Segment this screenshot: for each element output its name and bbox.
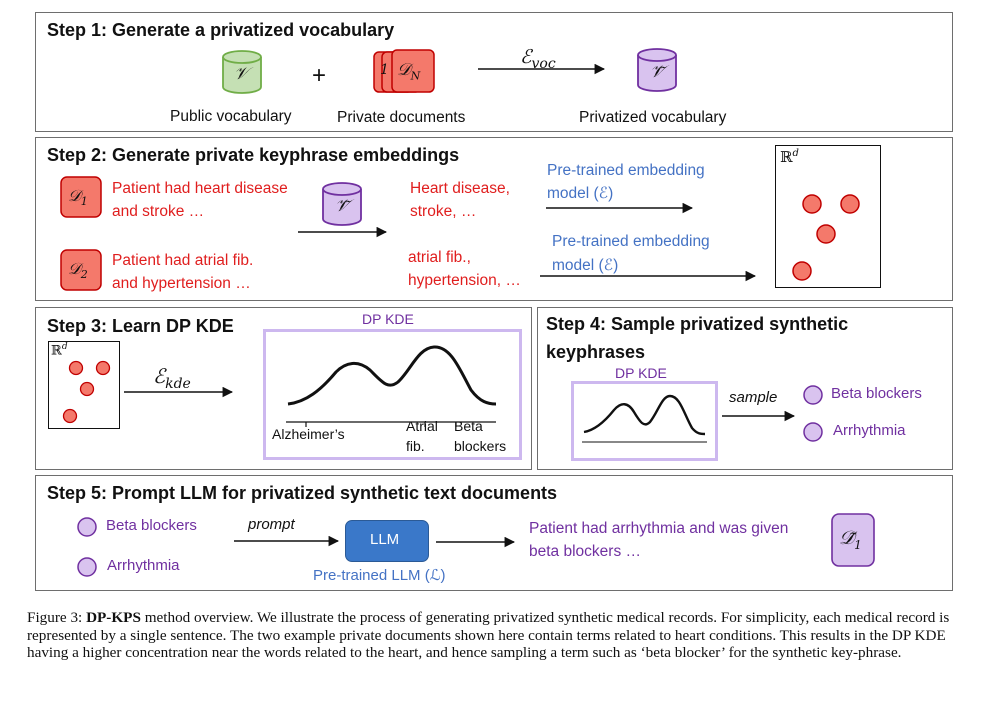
tick-atrial-line2: fib.	[406, 438, 425, 454]
caption-text: method overview. We illustrate the proce…	[27, 609, 950, 662]
step3-panel	[35, 307, 532, 470]
private-docs-label: Private documents	[337, 109, 466, 126]
embedding-point	[792, 261, 812, 281]
step5-bullet-2	[77, 557, 97, 577]
doc1-text-line1: Patient had heart disease	[112, 180, 288, 197]
step3-space-label: ℝd	[51, 342, 68, 359]
privatized-vocab-label: Privatized vocabulary	[579, 109, 727, 126]
keyphrase2-line1: atrial fib.,	[408, 249, 471, 266]
public-vocab-symbol: 𝒱	[234, 64, 249, 84]
public-vocab-label: Public vocabulary	[170, 108, 292, 125]
figure-caption: Figure 3: DP-KPS method overview. We ill…	[27, 609, 967, 662]
embedding-points	[792, 194, 860, 281]
doc2-text-line1: Patient had atrial fib.	[112, 252, 254, 269]
step4-arrow	[722, 410, 796, 422]
embedding-model2-line2: model (ℰ)	[552, 257, 619, 274]
step5-item-2: Arrhythmia	[107, 557, 180, 574]
step4-kde-curve	[582, 394, 707, 443]
embedding-point	[816, 224, 836, 244]
llm-sublabel: Pre-trained LLM (ℒ)	[313, 567, 446, 584]
tick-atrial-line1: Atrial	[406, 418, 438, 434]
step4-kde-title: DP KDE	[615, 365, 667, 381]
private-doc-symbol: 𝒟N	[397, 60, 421, 83]
privatized-vocab-symbol: 𝒱̃	[650, 62, 665, 82]
doc1-text-line2: and stroke …	[112, 203, 205, 220]
step2-arrow-2	[546, 202, 694, 214]
synthetic-document-icon	[831, 513, 875, 567]
doc2-icon	[60, 249, 102, 291]
step2-title: Step 2: Generate private keyphrase embed…	[47, 145, 460, 165]
embedding-model1-line1: Pre-trained embedding	[547, 162, 705, 179]
step3-kde-curve	[286, 345, 497, 427]
sample-label: sample	[729, 389, 778, 406]
public-vocabulary-icon	[222, 50, 262, 94]
step4-title-line2: keyphrases	[546, 342, 646, 362]
tick-alzheimers: Alzheimer’s	[272, 426, 345, 442]
caption-method-name: DP-KPS	[86, 609, 141, 626]
step1-title: Step 1: Generate a privatized vocabulary	[47, 20, 395, 40]
embedding-point	[840, 194, 860, 214]
step4-bullet-2	[803, 422, 823, 442]
doc1-icon	[60, 176, 102, 218]
llm-box	[345, 520, 429, 562]
step3-points	[62, 360, 111, 424]
private-doc-back-symbol: 1	[380, 62, 389, 78]
step5-panel	[35, 475, 953, 591]
keyphrase1-line2: stroke, …	[410, 203, 477, 220]
step3-kde-title: DP KDE	[362, 311, 414, 327]
step3-space-box	[48, 341, 120, 429]
private-documents-icon	[373, 49, 435, 93]
kde-mechanism-label: ℰkde	[153, 364, 191, 392]
step4-kde-density-line	[583, 394, 706, 436]
synthetic-doc-symbol: 𝒟̃1	[839, 527, 862, 552]
step3-title: Step 3: Learn DP KDE	[47, 316, 234, 336]
step5-title: Step 5: Prompt LLM for privatized synthe…	[47, 483, 558, 503]
embedding-model1-line2: model (ℰ)	[547, 185, 614, 202]
step4-kde-frame	[571, 381, 718, 461]
step4-bullet-1	[803, 385, 823, 405]
keyphrase2-line2: hypertension, …	[408, 272, 521, 289]
tick-beta-line2: blockers	[454, 438, 507, 454]
caption-figure-label: Figure 3:	[27, 609, 83, 626]
step2-arrow-1	[298, 226, 388, 238]
voc-mechanism-label: ℰvoc	[520, 46, 556, 72]
step2-arrow-3	[540, 270, 757, 282]
step2-vocabulary-icon	[322, 182, 362, 226]
embedding-space-box	[775, 145, 881, 288]
step5-bullet-1	[77, 517, 97, 537]
doc2-text-line2: and hypertension …	[112, 275, 251, 292]
output-arrow	[436, 536, 516, 548]
step5-item-1: Beta blockers	[106, 517, 197, 534]
tick-beta-line1: Beta	[454, 418, 483, 434]
voc-arrow	[478, 63, 606, 75]
step1-panel	[35, 12, 953, 132]
doc2-symbol: 𝒟2	[68, 259, 88, 282]
step4-item-1: Beta blockers	[831, 385, 922, 402]
doc1-symbol: 𝒟1	[68, 186, 88, 209]
step3-kde-density-line	[287, 345, 497, 406]
step2-vocab-symbol: 𝒱̃	[335, 196, 350, 216]
step3-point	[62, 408, 78, 424]
embedding-model2-line1: Pre-trained embedding	[552, 233, 710, 250]
privatized-vocabulary-icon	[637, 48, 677, 92]
plus-sign: +	[312, 62, 327, 89]
embedding-point	[802, 194, 822, 214]
embedding-space-label: ℝd	[780, 148, 799, 166]
step4-title-line1: Step 4: Sample privatized synthetic	[546, 314, 849, 334]
step3-kde-frame	[263, 329, 522, 460]
llm-label: LLM	[370, 531, 400, 548]
step3-point	[68, 360, 84, 376]
step3-arrow	[124, 386, 234, 398]
output-text-line1: Patient had arrhythmia and was given	[529, 520, 789, 537]
prompt-arrow	[234, 535, 340, 547]
step3-point	[95, 360, 111, 376]
output-text-line2: beta blockers …	[529, 543, 641, 560]
step4-panel	[537, 307, 953, 470]
step3-point	[79, 381, 95, 397]
keyphrase1-line1: Heart disease,	[410, 180, 510, 197]
step4-item-2: Arrhythmia	[833, 422, 906, 439]
prompt-label: prompt	[248, 516, 295, 533]
